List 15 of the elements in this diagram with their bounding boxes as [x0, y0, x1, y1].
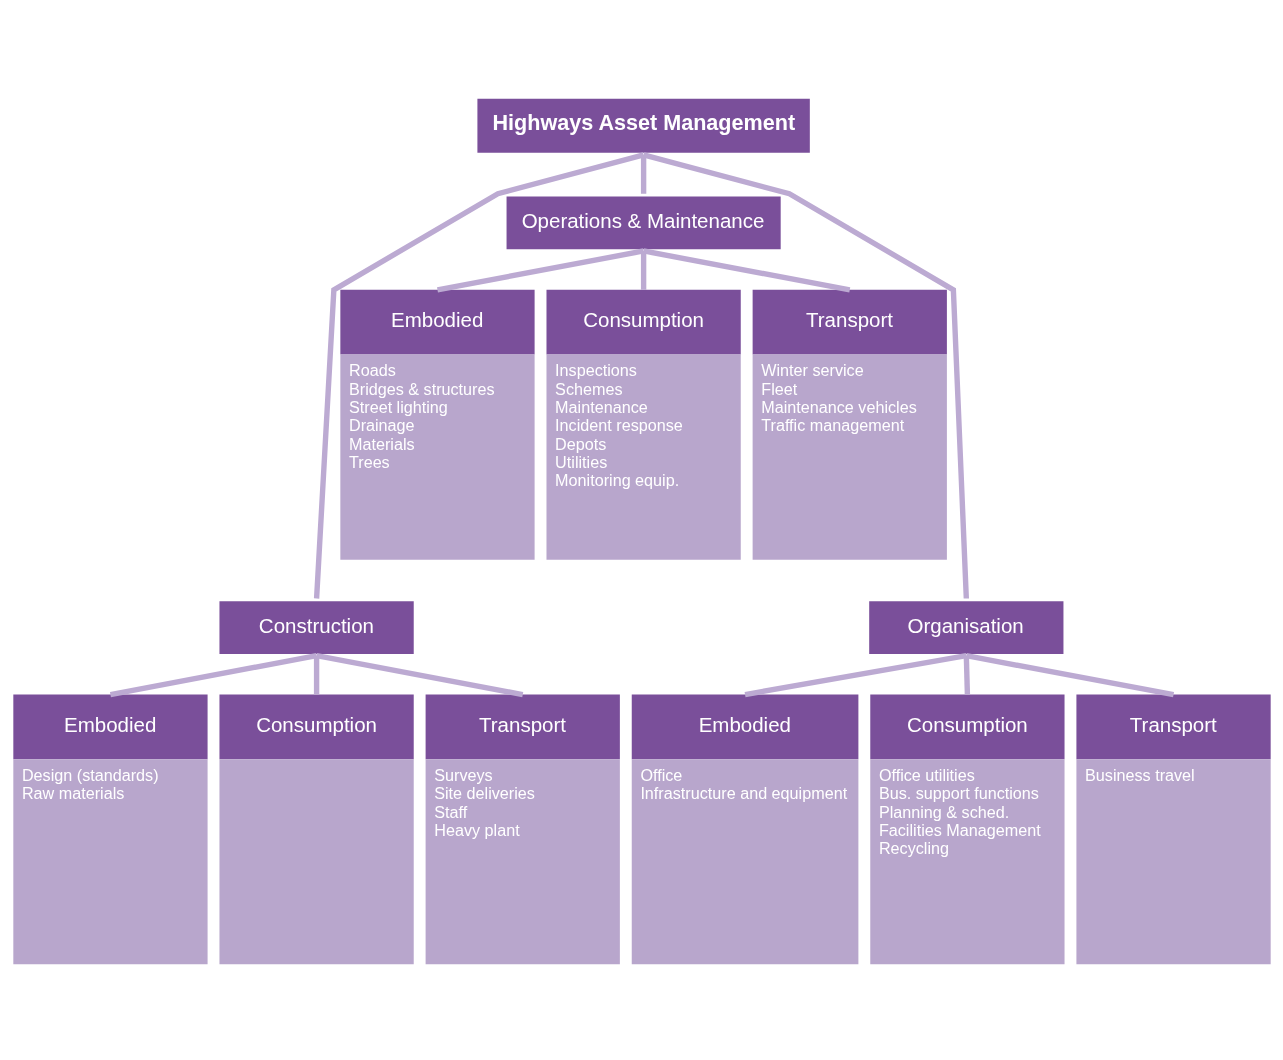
connector [642, 151, 969, 599]
connector [315, 652, 523, 697]
connector [436, 247, 644, 292]
node-box: Operations & Maintenance [506, 195, 781, 249]
node-box: Highways Asset Management [476, 98, 810, 153]
node-box: Organisation [868, 600, 1063, 654]
connector [744, 652, 967, 697]
connector [313, 151, 644, 599]
connector [642, 247, 850, 292]
connector [109, 652, 317, 697]
connector [640, 250, 646, 290]
connector [313, 655, 319, 695]
node-box: Construction [218, 600, 414, 654]
connector [965, 652, 1174, 697]
connector [963, 655, 970, 695]
